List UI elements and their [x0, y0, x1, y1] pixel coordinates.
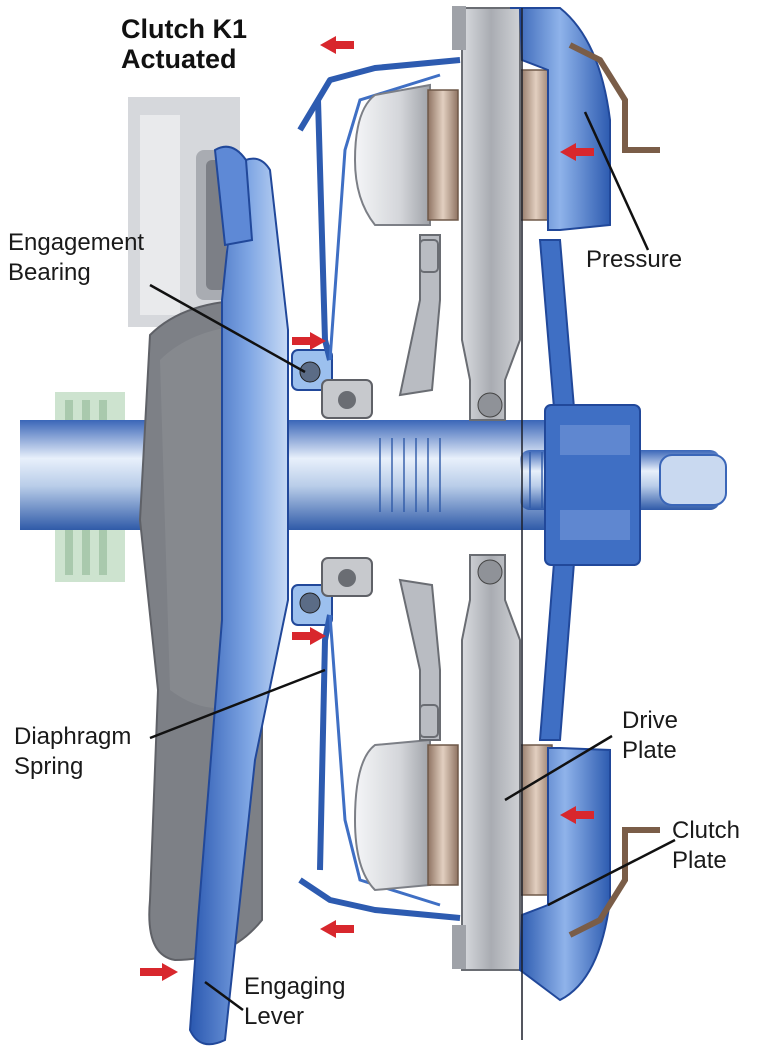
- engagement-bearing-upper: [291, 349, 333, 391]
- label-diaphragm-spring: Diaphragm Spring: [14, 722, 131, 782]
- leader-lines: [149, 111, 676, 1012]
- arrow-bottom-left: [320, 920, 354, 938]
- arrow-pressure: [560, 143, 594, 161]
- leader-engaging-lever: [204, 980, 244, 1012]
- pressure-housing: [510, 7, 641, 1040]
- clutch-disc-hub: [398, 234, 441, 741]
- label-engaging-lever: Engaging Lever: [244, 972, 345, 1032]
- piston-lower: [353, 738, 431, 892]
- release-bearing-upper: [321, 379, 373, 419]
- arrow-top-left: [320, 36, 354, 54]
- leader-drive-plate: [504, 734, 613, 802]
- label-engagement-bearing: Engagement Bearing: [8, 228, 144, 288]
- label-pressure: Pressure: [586, 246, 683, 273]
- label-engaging-lever-line2: Lever: [244, 1003, 305, 1030]
- arrow-lever: [140, 963, 178, 981]
- label-diaphragm-spring-line1: Diaphragm: [14, 723, 132, 750]
- friction-lining-upper-left: [427, 89, 459, 221]
- label-engaging-lever-line1: Engaging: [244, 973, 346, 1000]
- label-diaphragm-spring-line2: Spring: [14, 753, 84, 780]
- clutch-cover: [328, 73, 441, 907]
- leader-pressure: [583, 111, 650, 251]
- label-clutch-plate: Clutch Plate: [672, 816, 740, 876]
- engagement-bearing-lower: [291, 584, 333, 626]
- label-clutch-plate-line2: Plate: [672, 847, 727, 874]
- arrow-bearing-upper: [292, 332, 326, 350]
- leader-clutch-plate: [547, 838, 676, 907]
- arrow-lower-right: [560, 806, 594, 824]
- diagram-title-line2: Actuated: [121, 44, 237, 74]
- label-engagement-bearing-line1: Engagement: [8, 229, 145, 256]
- outer-bracket-upper: [568, 42, 660, 153]
- diagram-title-line1: Clutch K1: [121, 14, 248, 44]
- label-clutch-plate-line1: Clutch: [672, 817, 741, 844]
- leader-diaphragm-spring: [149, 668, 326, 740]
- engaging-lever: [188, 145, 289, 1046]
- diaphragm-spring: [297, 57, 461, 921]
- label-engagement-bearing-line2: Bearing: [8, 259, 91, 286]
- outer-bracket-lower: [568, 827, 660, 938]
- label-drive-plate-line2: Plate: [622, 737, 677, 764]
- leader-engagement-bearing: [149, 283, 306, 374]
- label-drive-plate: Drive Plate: [622, 706, 678, 766]
- drive-plate: [452, 6, 521, 971]
- release-bearing-lower: [321, 557, 373, 597]
- label-drive-plate-line1: Drive: [622, 707, 679, 734]
- piston-upper: [353, 83, 431, 226]
- arrow-bearing-lower: [292, 627, 326, 645]
- force-arrows: [140, 36, 594, 981]
- friction-lining-lower-left: [427, 744, 459, 886]
